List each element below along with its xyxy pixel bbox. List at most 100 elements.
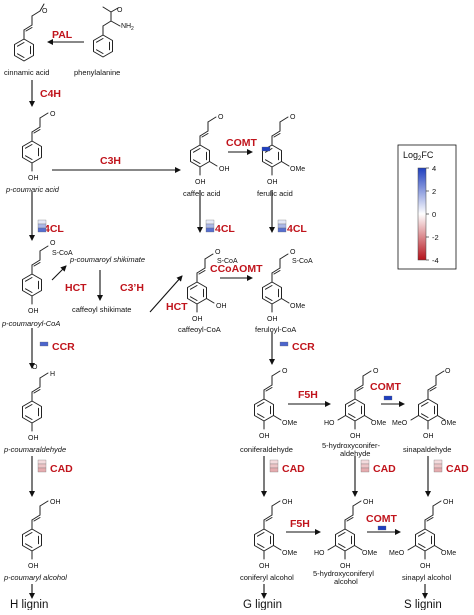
enzyme-hct-1: HCT xyxy=(65,282,87,294)
label-feruloyl-coa: feruloyl-CoA xyxy=(255,325,296,334)
svg-text:OH: OH xyxy=(282,499,293,506)
label-caffeoyl-shikimate: caffeoyl shikimate xyxy=(72,305,131,314)
svg-text:OH: OH xyxy=(423,433,434,440)
enzyme-ccr-2: CCR xyxy=(292,341,315,353)
svg-text:O: O xyxy=(117,7,123,14)
svg-text:O: O xyxy=(373,368,379,375)
cinnamic-acid-structure xyxy=(14,3,45,62)
svg-text:O: O xyxy=(215,249,221,256)
fc-box-4cl-3-cell xyxy=(277,219,287,225)
label-p-coumaroyl-coa: p-coumaroyl-CoA xyxy=(1,319,60,328)
caffeoyl-coa-structure xyxy=(187,253,215,313)
legend-tick-label: 4 xyxy=(432,164,436,173)
fc-box-comt-3-cell xyxy=(377,525,387,531)
enzyme-ccr-1: CCR xyxy=(52,341,75,353)
5-hydroxyconiferyl-alcohol-structure xyxy=(327,500,363,560)
comt-box-1-cell xyxy=(261,146,271,152)
fc-box-cad-3-cell xyxy=(360,459,370,465)
fc-box-ccr-2-cell xyxy=(279,341,289,347)
label-coniferyl-alcohol: coniferyl alcohol xyxy=(240,573,294,582)
enzyme-4cl-3: 4CL xyxy=(287,223,307,235)
fc-box-4cl-1-cell xyxy=(37,219,47,225)
enzyme-comt-3: COMT xyxy=(366,513,397,525)
svg-text:OH: OH xyxy=(259,433,270,440)
svg-text:OH: OH xyxy=(28,435,39,442)
svg-text:OH: OH xyxy=(267,179,278,186)
fc-box-4cl-2-cell xyxy=(205,227,215,233)
fc-box-4cl-3-cell xyxy=(277,223,287,229)
enzyme-c4h: C4H xyxy=(40,88,61,100)
svg-text:OMe: OMe xyxy=(282,420,297,427)
enzyme-cad-4: CAD xyxy=(446,463,469,475)
svg-text:S-CoA: S-CoA xyxy=(52,250,73,257)
phenylalanine-structure xyxy=(93,6,121,58)
svg-text:O: O xyxy=(50,111,56,118)
label-s-lignin: S lignin xyxy=(404,599,442,610)
label-ferulic-acid: ferulic acid xyxy=(257,189,293,198)
svg-text:HO: HO xyxy=(314,550,325,557)
ferulic-acid-structure xyxy=(262,116,290,176)
log2fc-legend: Log2FC 420-2-4 xyxy=(397,144,457,270)
svg-text:O: O xyxy=(290,114,296,121)
label-g-lignin: G lignin xyxy=(243,599,282,610)
enzyme-cad-3: CAD xyxy=(373,463,396,475)
svg-text:OH: OH xyxy=(219,166,230,173)
svg-text:OH: OH xyxy=(28,175,39,182)
svg-text:HO: HO xyxy=(324,420,335,427)
svg-text:OMe: OMe xyxy=(362,550,377,557)
svg-text:S-CoA: S-CoA xyxy=(292,258,313,265)
feruloyl-coa-structure xyxy=(262,253,290,313)
svg-text:OH: OH xyxy=(350,433,361,440)
enzyme-f5h-1: F5H xyxy=(298,389,318,401)
coniferyl-alcohol-structure xyxy=(254,500,282,560)
fc-box-4cl-3-cell xyxy=(277,227,287,233)
coniferaldehyde-structure xyxy=(254,370,282,430)
fc-box-4cl-2-cell xyxy=(205,223,215,229)
fc-box-cad-3-cell xyxy=(360,467,370,473)
legend-tick-label: 0 xyxy=(432,210,436,219)
legend-title: Log2FC xyxy=(403,150,434,162)
label-5-hydroxyconiferyl-line2: alcohol xyxy=(334,577,358,586)
enzyme-ccoaomt: CCoAOMT xyxy=(210,263,263,275)
label-5-hydroxyconiferaldehyde-line2: aldehyde xyxy=(340,449,370,458)
svg-text:OMe: OMe xyxy=(371,420,386,427)
sinapaldehyde-structure xyxy=(410,370,446,430)
svg-text:O: O xyxy=(42,8,48,15)
enzyme-c3h: C3H xyxy=(100,155,121,167)
enzyme-comt-2: COMT xyxy=(370,381,401,393)
fc-box-cad-4-cell xyxy=(433,467,443,473)
label-cinnamic-acid: cinnamic acid xyxy=(4,68,49,77)
label-sinapaldehyde: sinapaldehyde xyxy=(403,445,451,454)
fc-box-cad-2-cell xyxy=(269,467,279,473)
caffeic-acid-structure xyxy=(190,116,218,176)
reaction-arrows xyxy=(29,39,431,599)
enzyme-cad-1: CAD xyxy=(50,463,73,475)
svg-text:OH: OH xyxy=(192,316,203,323)
fc-box-comt-2-cell xyxy=(383,395,393,401)
svg-text:H: H xyxy=(50,371,55,378)
svg-text:OH: OH xyxy=(259,563,270,570)
enzyme-c3h-prime: C3’H xyxy=(120,282,144,294)
enzyme-4cl-1: 4CL xyxy=(44,223,64,235)
label-5-hydroxyconiferaldehyde-line1: 5-hydroxyconifer- xyxy=(322,441,380,450)
fc-box-cad-2-cell xyxy=(269,459,279,465)
svg-text:OH: OH xyxy=(340,563,351,570)
svg-text:OH: OH xyxy=(420,563,431,570)
svg-text:S-CoA: S-CoA xyxy=(217,258,238,265)
svg-text:OH: OH xyxy=(50,499,61,506)
fc-box-cad-4-cell xyxy=(433,459,443,465)
svg-text:OMe: OMe xyxy=(441,550,456,557)
label-phenylalanine: phenylalanine xyxy=(74,68,120,77)
svg-text:OH: OH xyxy=(216,303,227,310)
fc-box-cad-3-cell xyxy=(360,463,370,469)
5-hydroxyconiferaldehyde-structure xyxy=(337,370,373,430)
svg-text:OH: OH xyxy=(363,499,374,506)
svg-text:OH: OH xyxy=(195,179,206,186)
enzyme-comt-1: COMT xyxy=(226,137,257,149)
label-sinapyl-alcohol: sinapyl alcohol xyxy=(402,573,452,582)
legend-tick-label: 2 xyxy=(432,187,436,196)
label-p-coumaryl-alcohol: p-coumaryl alcohol xyxy=(3,573,67,582)
enzyme-hct-2: HCT xyxy=(166,301,188,313)
label-caffeic-acid: caffeic acid xyxy=(183,189,220,198)
